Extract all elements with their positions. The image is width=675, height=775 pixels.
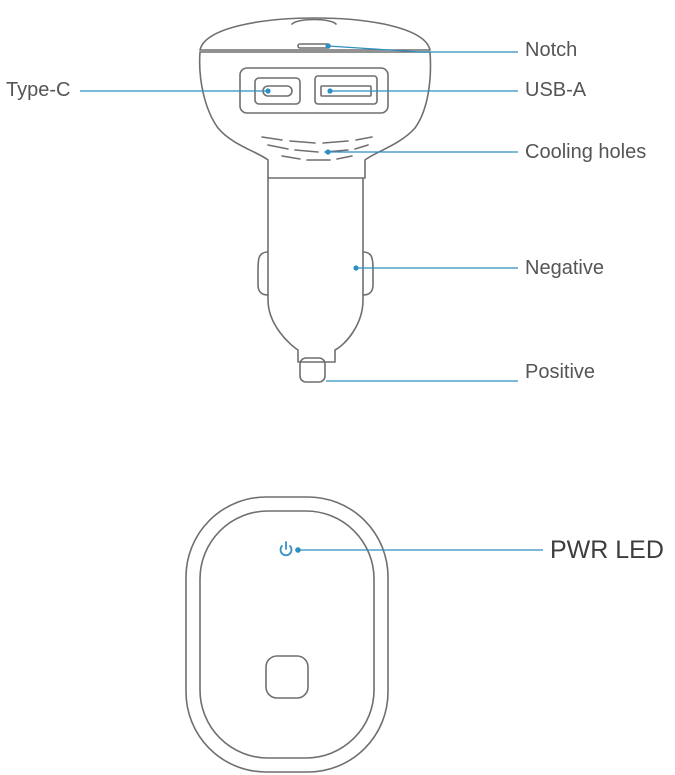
label-negative: Negative bbox=[525, 257, 604, 279]
label-type-c: Type-C bbox=[6, 79, 71, 101]
charger-top-view bbox=[185, 496, 389, 773]
leader-dots bbox=[265, 43, 359, 553]
positive-tip bbox=[299, 357, 326, 383]
leader-lines bbox=[80, 45, 543, 551]
plug-barrel bbox=[267, 177, 364, 363]
label-usb-a: USB-A bbox=[525, 79, 587, 101]
label-pwr-led: PWR LED bbox=[550, 536, 664, 564]
top-view-inner-face bbox=[199, 510, 375, 759]
spring-contact-right bbox=[362, 251, 374, 296]
label-positive: Positive bbox=[525, 361, 596, 383]
top-cap bbox=[199, 17, 431, 51]
top-knob bbox=[291, 18, 337, 25]
usb-a-port bbox=[314, 75, 378, 105]
leader-notch bbox=[327, 45, 518, 53]
charger-body bbox=[198, 51, 432, 179]
top-view-outer-shell bbox=[185, 496, 389, 773]
label-notch: Notch bbox=[525, 39, 578, 61]
cooling-holes bbox=[261, 136, 373, 161]
power-icon bbox=[279, 541, 293, 557]
notch-mark bbox=[297, 43, 331, 49]
spring-contact-left bbox=[257, 251, 269, 296]
top-view-button bbox=[265, 655, 309, 699]
charger-side-view bbox=[198, 17, 432, 383]
label-cooling-holes: Cooling holes bbox=[525, 141, 647, 163]
